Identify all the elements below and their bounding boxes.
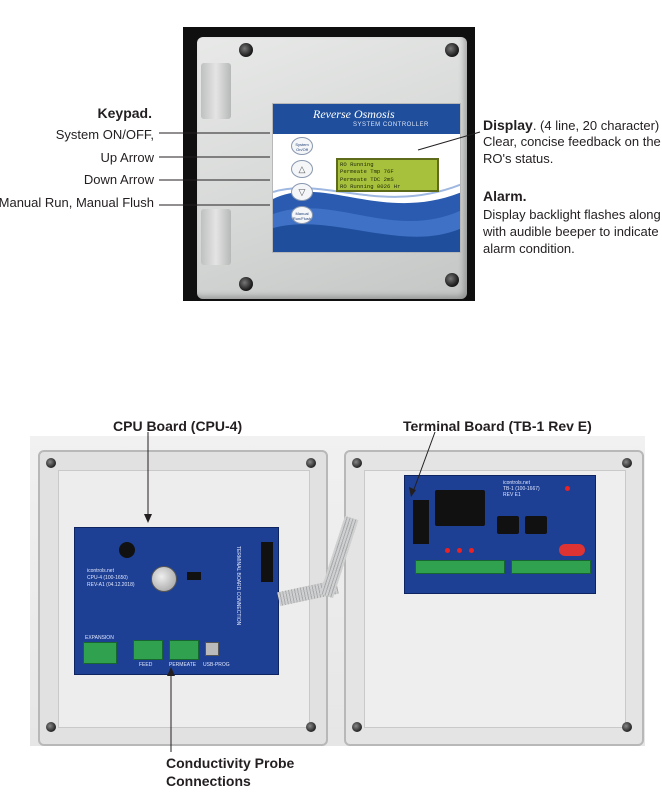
tb-silk-1: icontrols.net [503, 480, 530, 486]
conductivity-probe-label-line-2: Connections [166, 773, 251, 789]
relay-small-1 [497, 516, 519, 534]
chip-small [187, 572, 201, 580]
cpu-silk-2: CPU-4 (100-1650) [87, 575, 128, 581]
open-enclosure-photo: icontrols.net CPU-4 (100-1650) REV-A1 (0… [30, 436, 645, 746]
display-spec: . (4 line, 20 character) [532, 118, 660, 133]
main-relay [435, 490, 485, 526]
controller-enclosure: Reverse Osmosis SYSTEM CONTROLLER System… [197, 37, 467, 299]
status-led-1 [445, 548, 450, 553]
cpu-bottom-silk-usb: USB-PROG [203, 662, 230, 668]
display-desc-line-1: Clear, concise feedback on the [483, 134, 661, 149]
keypad-item-system-onoff: System ON/OFF, [55, 127, 154, 142]
tb-silk-3: REV E1 [503, 492, 521, 498]
cpu-silk-1: icontrols.net [87, 568, 114, 574]
terminal-board: icontrols.net TB-1 (100-1667) REV E1 [404, 475, 596, 594]
coin-battery [151, 566, 177, 592]
lid-screw-tr [306, 458, 316, 468]
permeate-probe-connector [169, 640, 199, 660]
feed-probe-connector [133, 640, 163, 660]
lcd-line-3: Permeate TDC 2mS [340, 175, 394, 183]
lid-screw-tl [46, 458, 56, 468]
cpu-board: icontrols.net CPU-4 (100-1650) REV-A1 (0… [74, 527, 279, 675]
keypad-item-manual-run-flush: Manual Run, Manual Flush [0, 195, 154, 210]
screw-bottom-right [445, 273, 459, 287]
ribbon-header [413, 500, 429, 544]
cpu-silk-3: REV-A1 (04.12.2018) [87, 582, 135, 588]
keypad-item-down-arrow: Down Arrow [83, 172, 154, 187]
display-heading: Display [483, 117, 533, 133]
tb-silk-2: TB-1 (100-1667) [503, 486, 540, 492]
wave-graphic [273, 183, 460, 252]
screw-top-left [239, 43, 253, 57]
terminal-strip-right [511, 560, 591, 574]
cpu-bottom-silk-permeate: PERMEATE [169, 662, 197, 668]
conductivity-probe-label-line-1: Conductivity Probe [166, 755, 295, 771]
lid-screw-br [306, 722, 316, 732]
status-led-4 [565, 486, 570, 491]
lcd-line-4: RO Running 0026 Hr [340, 183, 401, 191]
system-onoff-key[interactable]: System On/Off [291, 137, 313, 155]
status-led-3 [469, 548, 474, 553]
up-arrow-key[interactable]: △ [291, 160, 313, 178]
device-subtitle: SYSTEM CONTROLLER [353, 122, 429, 128]
alarm-desc-line-1: Display backlight flashes along [483, 207, 661, 222]
controller-photo: Reverse Osmosis SYSTEM CONTROLLER System… [183, 27, 475, 301]
down-arrow-key[interactable]: ▽ [291, 183, 313, 201]
cpu-side-silk: TERMINAL BOARD CONNECTION [235, 546, 241, 626]
relay-small-2 [525, 516, 547, 534]
base-screw-tr [622, 458, 632, 468]
cpu-bottom-silk-expansion: EXPANSION [85, 635, 114, 641]
base-screw-tl [352, 458, 362, 468]
manual-run-flush-key[interactable]: Manual Run/Flush [291, 206, 313, 224]
display-desc-line-2: RO's status. [483, 151, 554, 166]
cpu-board-label: CPU Board (CPU-4) [113, 418, 243, 434]
keypad-heading: Keypad. [97, 105, 152, 121]
fuse [559, 544, 585, 556]
status-led-2 [457, 548, 462, 553]
front-label-panel: Reverse Osmosis SYSTEM CONTROLLER System… [272, 103, 461, 253]
hinge-top [201, 63, 231, 119]
device-title: Reverse Osmosis [313, 107, 395, 121]
base-screw-bl [352, 722, 362, 732]
keypad-item-up-arrow: Up Arrow [100, 150, 154, 165]
header-connector [261, 542, 273, 582]
alarm-desc-line-3: alarm condition. [483, 241, 575, 256]
alarm-desc-line-2: with audible beeper to indicate [483, 224, 659, 239]
base-screw-br [622, 722, 632, 732]
alarm-heading: Alarm. [483, 188, 527, 204]
lcd-display: RO Running Permeate Tmp 76F Permeate TDC… [336, 158, 439, 192]
buzzer [119, 542, 135, 558]
lid-screw-bl [46, 722, 56, 732]
lcd-line-1: RO Running [340, 161, 374, 168]
terminal-strip-left [415, 560, 505, 574]
usb-port [205, 642, 219, 656]
screw-top-right [445, 43, 459, 57]
screw-bottom-left [239, 277, 253, 291]
expansion-connector [83, 642, 117, 664]
brand-strip: Reverse Osmosis SYSTEM CONTROLLER [273, 104, 460, 134]
hinge-bottom [201, 209, 231, 265]
lcd-line-2: Permeate Tmp 76F [340, 168, 394, 176]
display-callout: Display. (4 line, 20 character) [483, 117, 659, 134]
cpu-bottom-silk-feed: FEED [139, 662, 153, 668]
terminal-board-label: Terminal Board (TB-1 Rev E) [403, 418, 592, 434]
